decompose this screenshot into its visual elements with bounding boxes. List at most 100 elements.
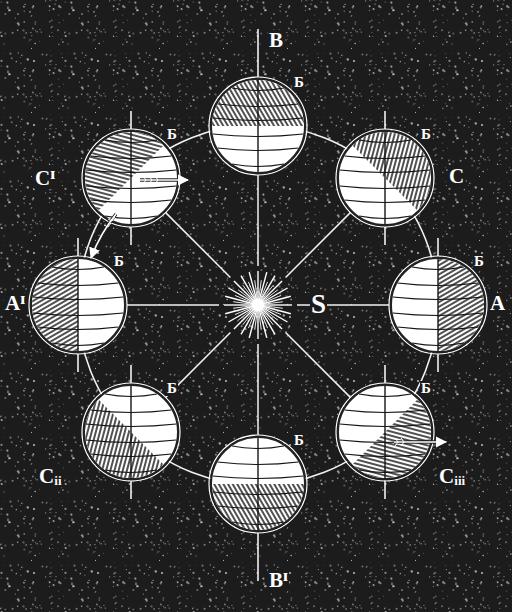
- globe-figure: [337, 384, 433, 480]
- sun-letter: S: [310, 291, 327, 318]
- sun-ray: [255, 280, 258, 300]
- earth-globe: Б: [210, 436, 306, 532]
- sun-ray: [259, 310, 267, 338]
- earth-axis: [384, 386, 385, 478]
- earth-axis: [130, 386, 131, 478]
- sun-ray: [243, 309, 255, 325]
- globe-disc: [391, 258, 485, 352]
- position-letter: A: [489, 293, 506, 314]
- earth-axis: [130, 132, 131, 224]
- sun-ray-line: [166, 333, 231, 398]
- earth-globe: Б: [337, 130, 433, 226]
- night-side: [352, 399, 450, 497]
- sun-ray: [238, 290, 254, 302]
- sun-ray: [262, 308, 278, 320]
- earth-globe: Б: [337, 384, 433, 480]
- globe-figure: [210, 436, 306, 532]
- arrow-feather: [401, 438, 404, 446]
- arrow-feather: [395, 438, 398, 446]
- globe-rim: [209, 435, 307, 533]
- night-side: [352, 113, 450, 211]
- earth-axis: [384, 111, 386, 129]
- globe-disc: [211, 79, 305, 173]
- position-letter: Cᵢᵢ: [38, 466, 63, 487]
- sun-ray-line: [257, 344, 259, 435]
- globe-rim: [29, 256, 127, 354]
- night-side: [438, 259, 484, 351]
- arrow-feather: [155, 176, 158, 184]
- earth-axis: [77, 354, 79, 372]
- sun-ray-line: [257, 175, 259, 266]
- globe-figure: [337, 130, 433, 226]
- sun-ray: [262, 309, 283, 330]
- globe-letter: Б: [420, 381, 432, 396]
- earth-axis: [77, 259, 78, 351]
- sun-ray-line: [286, 333, 351, 398]
- earth-axis: [130, 111, 132, 129]
- sun-ray-line: [286, 213, 351, 278]
- earth-axis: [437, 354, 439, 372]
- sun-core: [252, 299, 264, 311]
- globe-figure: [30, 257, 126, 353]
- sun-ray: [225, 306, 253, 314]
- earth-axis: [384, 132, 385, 224]
- sun-ray: [233, 306, 253, 309]
- earth-globe: Б: [390, 257, 486, 353]
- sun-ray: [263, 296, 291, 304]
- position-letter: Bᴵ: [268, 570, 289, 591]
- arrow-feather: [149, 176, 152, 184]
- earth-axis: [257, 80, 258, 172]
- sun-ray-line: [166, 213, 231, 278]
- globe-figure: [83, 130, 179, 226]
- globe-disc: [211, 437, 305, 531]
- arrow-feather: [108, 217, 115, 221]
- globe-figure: [83, 384, 179, 480]
- position-letter: B: [268, 30, 284, 51]
- earth-axis: [384, 227, 386, 245]
- earth-axis: [257, 29, 259, 77]
- globe-letter: Б: [113, 254, 125, 269]
- earth-globe: Б: [83, 130, 179, 226]
- earth-axis: [437, 238, 439, 256]
- earth-axis: [130, 365, 132, 383]
- earth-axis: [77, 238, 79, 256]
- arrow-outline: [394, 440, 444, 443]
- globe-letter: Б: [166, 381, 178, 396]
- globe-letter: Б: [473, 254, 485, 269]
- sun-ray: [249, 272, 257, 300]
- sun-ray: [263, 304, 292, 305]
- globe-rim: [389, 256, 487, 354]
- sun-ray: [234, 309, 255, 330]
- arrow-outline: [140, 178, 186, 181]
- earth-axis: [257, 438, 258, 530]
- orbit-arrow: [91, 214, 116, 258]
- sun-ray: [261, 285, 273, 301]
- sun: S: [220, 267, 296, 343]
- night-side: [66, 399, 164, 497]
- globe-letter: Б: [166, 127, 178, 142]
- globe-letter: Б: [420, 127, 432, 142]
- globe-figure: [390, 257, 486, 353]
- earth-axis: [437, 259, 438, 351]
- earth-globe: Б: [210, 78, 306, 174]
- position-letter: Cᵢᵢᵢ: [438, 466, 466, 487]
- orbit-circle: [78, 125, 438, 485]
- arrow-outline: [92, 214, 116, 256]
- sun-ray: [224, 304, 253, 305]
- globe-disc: [31, 258, 125, 352]
- sun-ray: [262, 281, 283, 302]
- night-side: [32, 259, 78, 351]
- arrow-feather: [143, 176, 146, 184]
- arrow-feather: [104, 223, 111, 227]
- position-letter: Aᴵ: [4, 293, 26, 314]
- globe-letter: Б: [293, 433, 305, 448]
- motion-arrow: [394, 441, 446, 443]
- globe-letter: Б: [293, 75, 305, 90]
- position-letter: Cᴵ: [34, 168, 56, 189]
- sun-ray-line: [127, 304, 219, 306]
- sun-ray: [257, 310, 258, 339]
- earth-axis: [130, 481, 132, 499]
